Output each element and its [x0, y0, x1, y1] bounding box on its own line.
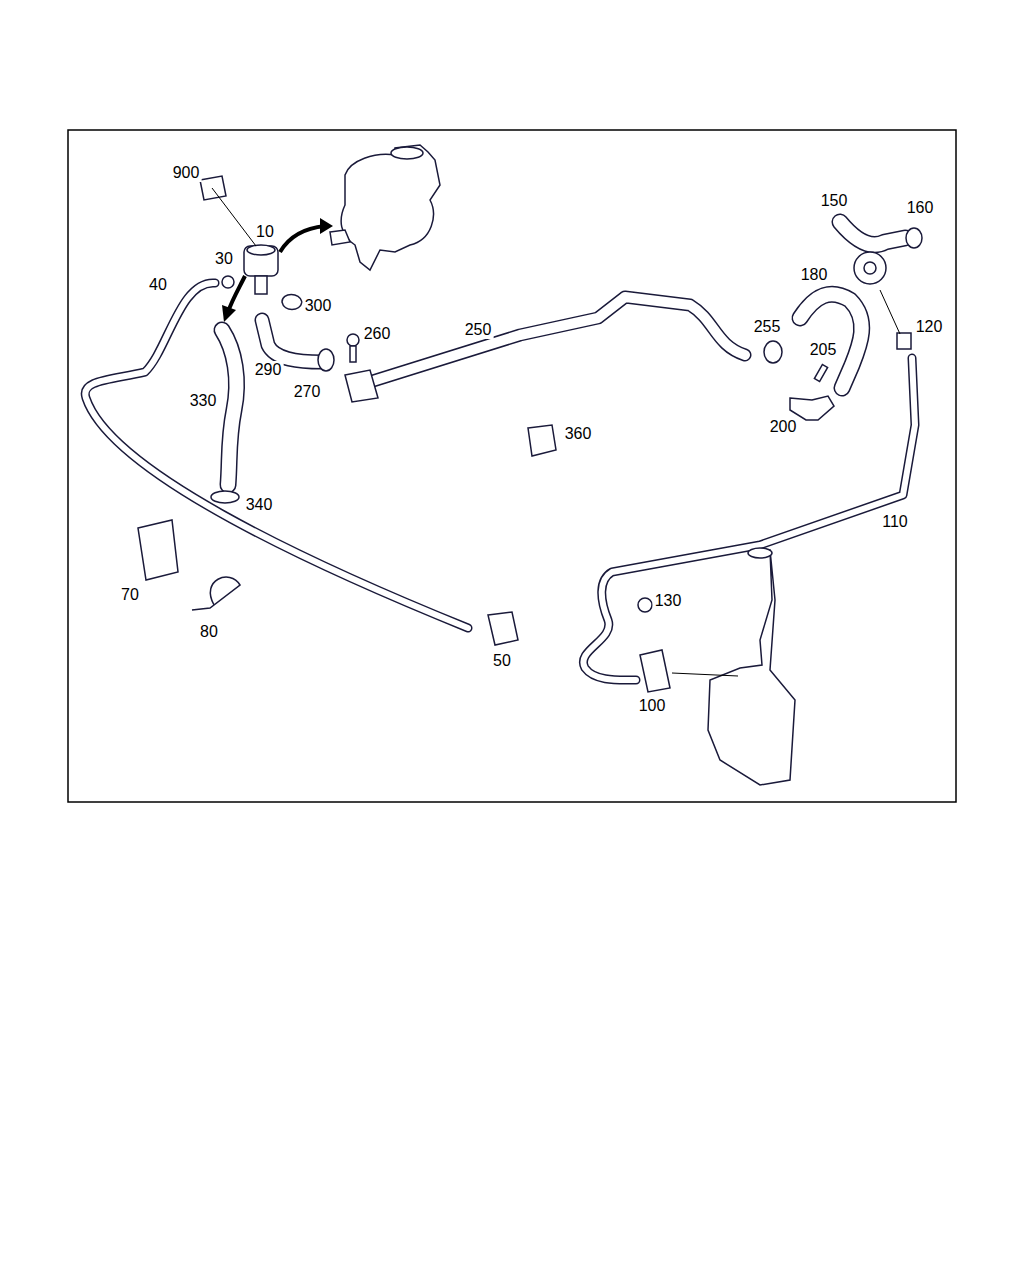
- callout-number: 130: [653, 592, 684, 610]
- callout-number: 10: [254, 223, 276, 241]
- callout-number: 180: [799, 266, 830, 284]
- callout-number: 290: [253, 361, 284, 379]
- callout-number: 120: [914, 318, 945, 336]
- hoses: [85, 222, 915, 680]
- callout-number: 30: [213, 250, 235, 268]
- callout-number: 200: [768, 418, 799, 436]
- callout-number: 340: [244, 496, 275, 514]
- frame: [68, 130, 956, 802]
- callout-number: 80: [198, 623, 220, 641]
- callout-number: 300: [303, 297, 334, 315]
- callout-number: 255: [752, 318, 783, 336]
- callout-number: 360: [563, 425, 594, 443]
- callout-number: 330: [188, 392, 219, 410]
- components: [138, 145, 922, 785]
- callout-number: 40: [147, 276, 169, 294]
- callout-number: 150: [819, 192, 850, 210]
- callout-number: 205: [808, 341, 839, 359]
- callout-number: 70: [119, 586, 141, 604]
- callout-number: 160: [905, 199, 936, 217]
- callout-number: 50: [491, 652, 513, 670]
- arrowheads: [222, 218, 333, 322]
- callout-number: 900: [171, 164, 202, 182]
- callout-number: 270: [292, 383, 323, 401]
- callout-number: 260: [362, 325, 393, 343]
- callout-number: 110: [880, 513, 910, 531]
- leader-lines: [212, 188, 900, 676]
- callout-number: 100: [637, 697, 668, 715]
- callout-number: 250: [463, 321, 494, 339]
